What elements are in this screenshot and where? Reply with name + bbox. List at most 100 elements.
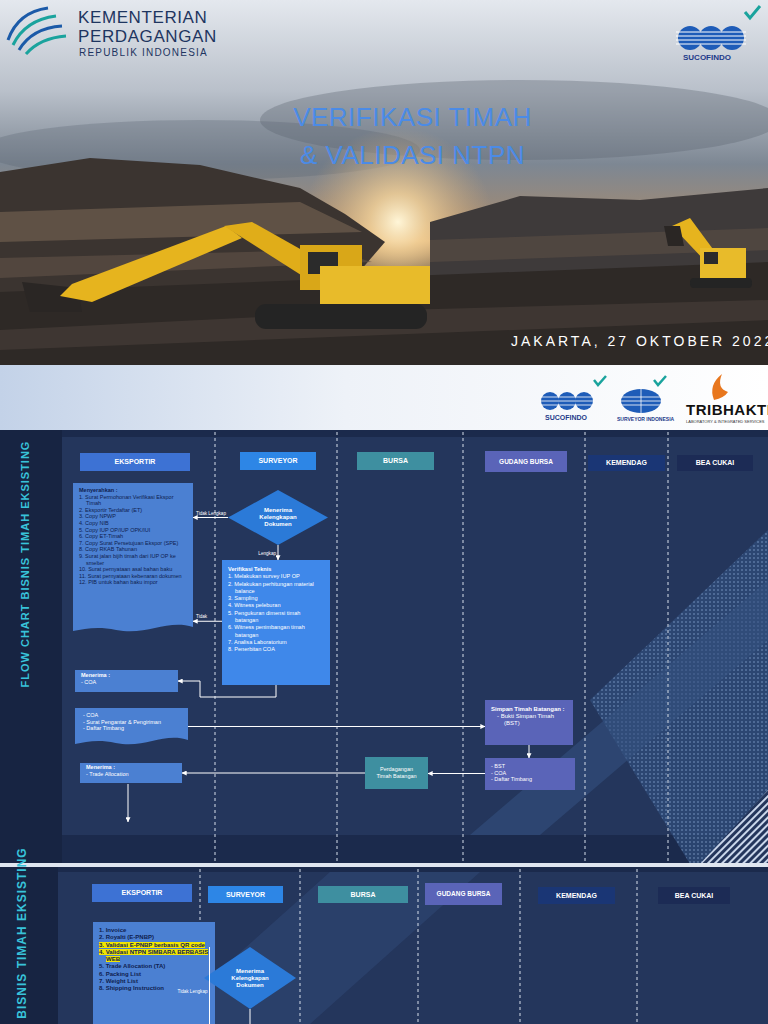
ministry-emblem (8, 8, 48, 40)
connector-arrow (182, 773, 365, 774)
list-item: 5. Trade Allocation (TA) (99, 963, 165, 969)
decor-stripes (700, 790, 768, 864)
sky (0, 0, 768, 365)
node-text: Menerima Kelengkapan Dokumen (259, 507, 296, 527)
text-line: EKSPORTIR (122, 889, 163, 897)
list-item: 8. Copy RKAB Tahunan (79, 546, 137, 552)
list-item: 6. Copy ET-Timah (79, 533, 123, 539)
list-item: 12. PIB untuk bahan baku impor (79, 579, 158, 585)
excavator-body (700, 248, 746, 280)
node-text: BEA CUKAI (675, 892, 714, 899)
side-band (0, 430, 62, 864)
lane-divider (215, 432, 668, 862)
logo-strip (0, 365, 768, 430)
node-text: Menyerahkan : (79, 487, 118, 493)
node-text: Menerima Kelengkapan Dokumen (231, 968, 268, 988)
text-line: Simpan Timah Batangan : (491, 706, 567, 713)
decision-diamond: Menerima Kelengkapan Dokumen (204, 947, 296, 1009)
text-line: 1. Surat Permohonan Verifikasi Ekspor Ti… (79, 494, 188, 507)
text-line: 7. Weight List (99, 978, 209, 985)
node-content: Menyerahkan :1. Surat Permohonan Verifik… (73, 483, 193, 633)
text-line: BEA CUKAI (675, 892, 714, 900)
text-line: 2. Royalti (E-PNBP) (99, 934, 209, 941)
text-line: - Bukti Simpan Timah (BST) (497, 713, 567, 727)
document-shape (73, 483, 193, 631)
document-box: 1. Invoice2. Royalti (E-PNBP) 3. Validasi… (93, 922, 215, 1024)
text-line: 3. Copy NPWP (79, 513, 188, 520)
ministry-name: PERDAGANGAN (78, 27, 217, 47)
node-content: BEA CUKAI (658, 887, 730, 904)
edge-label: Tidak (196, 614, 207, 619)
excavator-bucket (664, 226, 684, 246)
document-shape (75, 708, 188, 744)
document-shape (93, 922, 215, 1024)
list-item: - COA (81, 679, 96, 685)
text-line: EKSPORTIR (115, 458, 156, 466)
side-title: BISNIS TIMAH EKSISTING (15, 783, 29, 1024)
document-box: - COA- Surat Pengantar & Pengiriman- Daf… (75, 708, 188, 746)
text-line: BEA CUKAI (696, 459, 735, 467)
text-line: GUDANG BURSA (499, 458, 553, 466)
list-item: 1. Invoice (99, 927, 126, 933)
node-content: Perdagangan Timah Batangan (365, 757, 428, 789)
excavator-arm (60, 226, 242, 302)
node-text: Simpan Timah Batangan : (491, 706, 565, 712)
list-item: 3. Sampling (228, 595, 258, 601)
logo-name: SURVEYOR INDONESIA (617, 416, 674, 422)
text-line: Perdagangan Timah Batangan (373, 766, 420, 779)
text-line: 1. Invoice (99, 927, 209, 934)
node-content: - COA- Surat Pengantar & Pengiriman- Daf… (75, 708, 188, 746)
lane-header: BEA CUKAI (677, 455, 753, 471)
text-line: Menyerahkan : (79, 487, 188, 494)
text-line: 3. Sampling (228, 595, 324, 602)
node-content: BURSA (318, 886, 408, 903)
list-item: 5. Copy IUP OP/IUP OPK/IUI (79, 527, 150, 533)
lane-header: BURSA (318, 886, 408, 903)
text-line: GUDANG BURSA (437, 890, 491, 898)
node-text: Menerima : (86, 764, 115, 770)
text-line: 6. Packing List (99, 971, 209, 978)
node-text: KEMENDAG (556, 892, 597, 899)
list-item: 3. Validasi E-PNBP berbasis QR code (99, 942, 205, 948)
edge-label: Tidak Lengkap (196, 511, 226, 516)
logo-subtitle: LABORATORY & INTEGRATED SERVICES (686, 419, 764, 424)
list-item: 1. Melakukan survey IUP OP (228, 573, 300, 579)
text-line: - COA (491, 770, 569, 777)
list-item: 7. Copy Surat Persetujuan Ekspor (SPE) (79, 540, 178, 546)
list-item: 7. Weight List (99, 978, 138, 984)
text-line: 1. Melakukan survey IUP OP (228, 573, 324, 580)
text-line: 6. Witness penimbangan timah batangan (228, 624, 324, 639)
slide-background (0, 430, 768, 864)
list-item: 5. Pengukuran dimensi timah batangan (228, 610, 300, 623)
text-line: - Daftar Timbang (491, 776, 569, 783)
list-item: 11. Surat pernyataan kebenaran dokumen (79, 573, 182, 579)
text-line: - COA (81, 679, 172, 686)
excavator-track (255, 304, 427, 329)
list-item: - Daftar Timbang (83, 725, 124, 731)
logo-name: SUCOFINDO (683, 53, 731, 62)
node-text: EKSPORTIR (115, 458, 156, 465)
list-item: 2. Royalti (E-PNBP) (99, 934, 154, 940)
list-item: 1. Surat Permohonan Verifikasi Ekspor Ti… (79, 494, 173, 507)
node-content: KEMENDAG (588, 455, 665, 471)
text-line: - Surat Pengantar & Pengiriman (83, 719, 182, 726)
text-line: - Daftar Timbang (83, 725, 182, 732)
node-text: BURSA (383, 457, 408, 464)
list-item: 4. Validasi NTPN SIMBARA BERBASIS WEB (99, 949, 208, 962)
node-text: BURSA (351, 891, 376, 898)
list-item: - BST (491, 763, 505, 769)
excavator-window (704, 252, 718, 264)
list-item: 4. Witness peleburan (228, 602, 281, 608)
text-line: Menerima : (81, 672, 172, 679)
list-item: 3. Copy NPWP (79, 513, 116, 519)
text-line: 7. Copy Surat Persetujuan Ekspor (SPE) (79, 540, 188, 547)
text-line: 5. Pengukuran dimensi timah batangan (228, 610, 324, 625)
node-content: Verifikasi Teknis1. Melakukan survey IUP… (222, 560, 330, 685)
text-line: SURVEYOR (226, 891, 265, 899)
text-line: Verifikasi Teknis (228, 566, 324, 573)
process-box: Simpan Timah Batangan :- Bukti Simpan Ti… (485, 700, 573, 745)
lane-header: GUDANG BURSA (425, 883, 502, 905)
tribhakti-logo (712, 374, 728, 400)
logo-name: SUCOFINDO (545, 414, 587, 421)
